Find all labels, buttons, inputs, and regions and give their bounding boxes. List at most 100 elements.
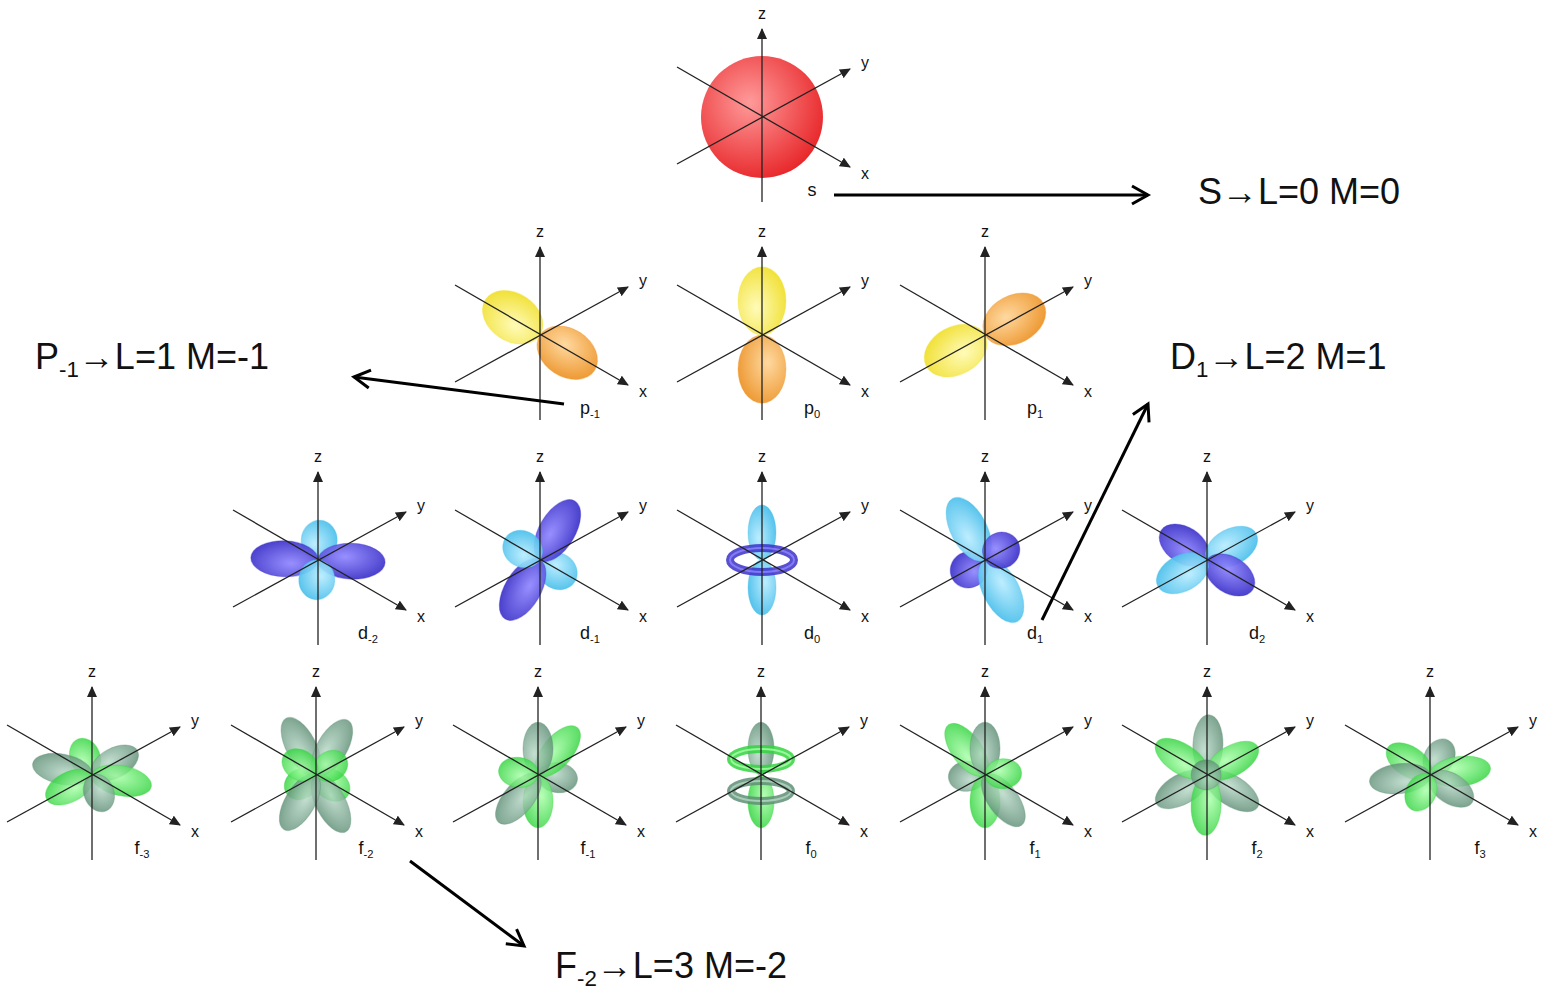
axis-label: x [1084, 609, 1092, 625]
orbital-lobe [298, 559, 336, 601]
axis-label: x [861, 166, 869, 182]
subscript: 1 [1037, 408, 1043, 420]
quantum-number-callout: D1→L=2 M=1 [1170, 339, 1387, 375]
subscript: -2 [368, 633, 378, 645]
axis-line [900, 510, 1073, 610]
axis-label: x [639, 609, 647, 625]
orbital-label: d-2 [358, 624, 378, 642]
axis-label: y [415, 713, 423, 729]
orbital-plot [1345, 687, 1518, 860]
orbital-label: d2 [1249, 624, 1265, 642]
orbital-lobe [527, 315, 608, 391]
axis-line [677, 67, 850, 167]
axis-label: x [1306, 609, 1314, 625]
axis-label: y [1084, 273, 1092, 289]
orbital-lobe [1399, 768, 1444, 817]
axis-label: z [758, 224, 766, 240]
axis-label: y [639, 273, 647, 289]
orbital-plot [677, 472, 850, 645]
axis-line [233, 510, 406, 610]
axis-label: x [1084, 824, 1092, 840]
subscript: 2 [1256, 848, 1262, 860]
axis-line [676, 725, 849, 825]
axis-label: x [861, 384, 869, 400]
axis-label: y [861, 273, 869, 289]
axis-label: z [88, 664, 96, 680]
orbital-plot [453, 687, 626, 860]
axis-line [900, 725, 1073, 825]
orbital-plot [900, 247, 1073, 420]
axis-label: x [860, 824, 868, 840]
orbital-plot [677, 247, 850, 420]
orbital-plot [900, 687, 1073, 860]
subscript: -1 [590, 633, 600, 645]
subscript: 1 [1034, 848, 1040, 860]
axis-label: y [1306, 498, 1314, 514]
subscript: -2 [577, 966, 597, 991]
orbital-label: s [808, 181, 817, 199]
axis-label: y [1529, 713, 1537, 729]
orbital-lobe [78, 770, 120, 817]
subscript: -1 [59, 357, 79, 382]
orbital-plot [676, 687, 849, 860]
axis-label: z [536, 224, 544, 240]
axis-label: z [312, 664, 320, 680]
axis-line [453, 725, 626, 825]
orbital-label: d-1 [580, 624, 600, 642]
orbital-label: p1 [1027, 399, 1043, 417]
orbital-plot [1122, 472, 1295, 645]
axis-label: y [860, 713, 868, 729]
axis-label: z [981, 449, 989, 465]
axis-line [231, 725, 404, 825]
orbital-label: f1 [1029, 839, 1040, 857]
axis-line [677, 510, 850, 610]
subscript: -1 [590, 408, 600, 420]
axis-label: y [861, 498, 869, 514]
quantum-number-callout: P-1→L=1 M=-1 [35, 339, 269, 375]
axis-label: y [1084, 498, 1092, 514]
axis-label: x [191, 824, 199, 840]
orbital-plot [677, 29, 850, 202]
orbital-label: d1 [1027, 624, 1043, 642]
leader-arrow [1042, 404, 1148, 620]
axis-line [455, 285, 628, 385]
leader-arrow [410, 861, 524, 946]
axis-label: y [1084, 713, 1092, 729]
orbital-plot [900, 472, 1073, 645]
axis-line [1345, 725, 1518, 825]
axis-label: x [861, 609, 869, 625]
subscript: 3 [1479, 848, 1485, 860]
subscript: -1 [586, 848, 596, 860]
orbital-label: f-3 [135, 839, 150, 857]
orbital-plot [7, 687, 180, 860]
subscript: -3 [140, 848, 150, 860]
subscript: 1 [1037, 633, 1043, 645]
subscript: 0 [814, 408, 820, 420]
quantum-number-callout: S→L=0 M=0 [1198, 174, 1400, 210]
orbital-plot [231, 687, 404, 860]
axis-label: y [639, 498, 647, 514]
axis-line [677, 285, 850, 385]
axis-line [455, 510, 628, 610]
orbital-label: p0 [804, 399, 820, 417]
axis-label: z [1203, 449, 1211, 465]
subscript: 1 [1196, 357, 1208, 382]
axis-label: z [981, 224, 989, 240]
quantum-number-callout: F-2→L=3 M=-2 [555, 948, 787, 984]
axis-label: z [1426, 664, 1434, 680]
axis-label: x [1084, 384, 1092, 400]
axis-label: z [1203, 664, 1211, 680]
axis-label: x [639, 384, 647, 400]
leader-arrow [354, 377, 564, 404]
axis-label: z [536, 449, 544, 465]
subscript: 0 [814, 633, 820, 645]
subscript: -2 [364, 848, 374, 860]
axis-label: z [757, 664, 765, 680]
orbital-lobe [1187, 756, 1225, 794]
axis-label: x [637, 824, 645, 840]
axis-label: z [534, 664, 542, 680]
axis-label: z [314, 449, 322, 465]
axis-label: y [417, 498, 425, 514]
subscript: 0 [810, 848, 816, 860]
